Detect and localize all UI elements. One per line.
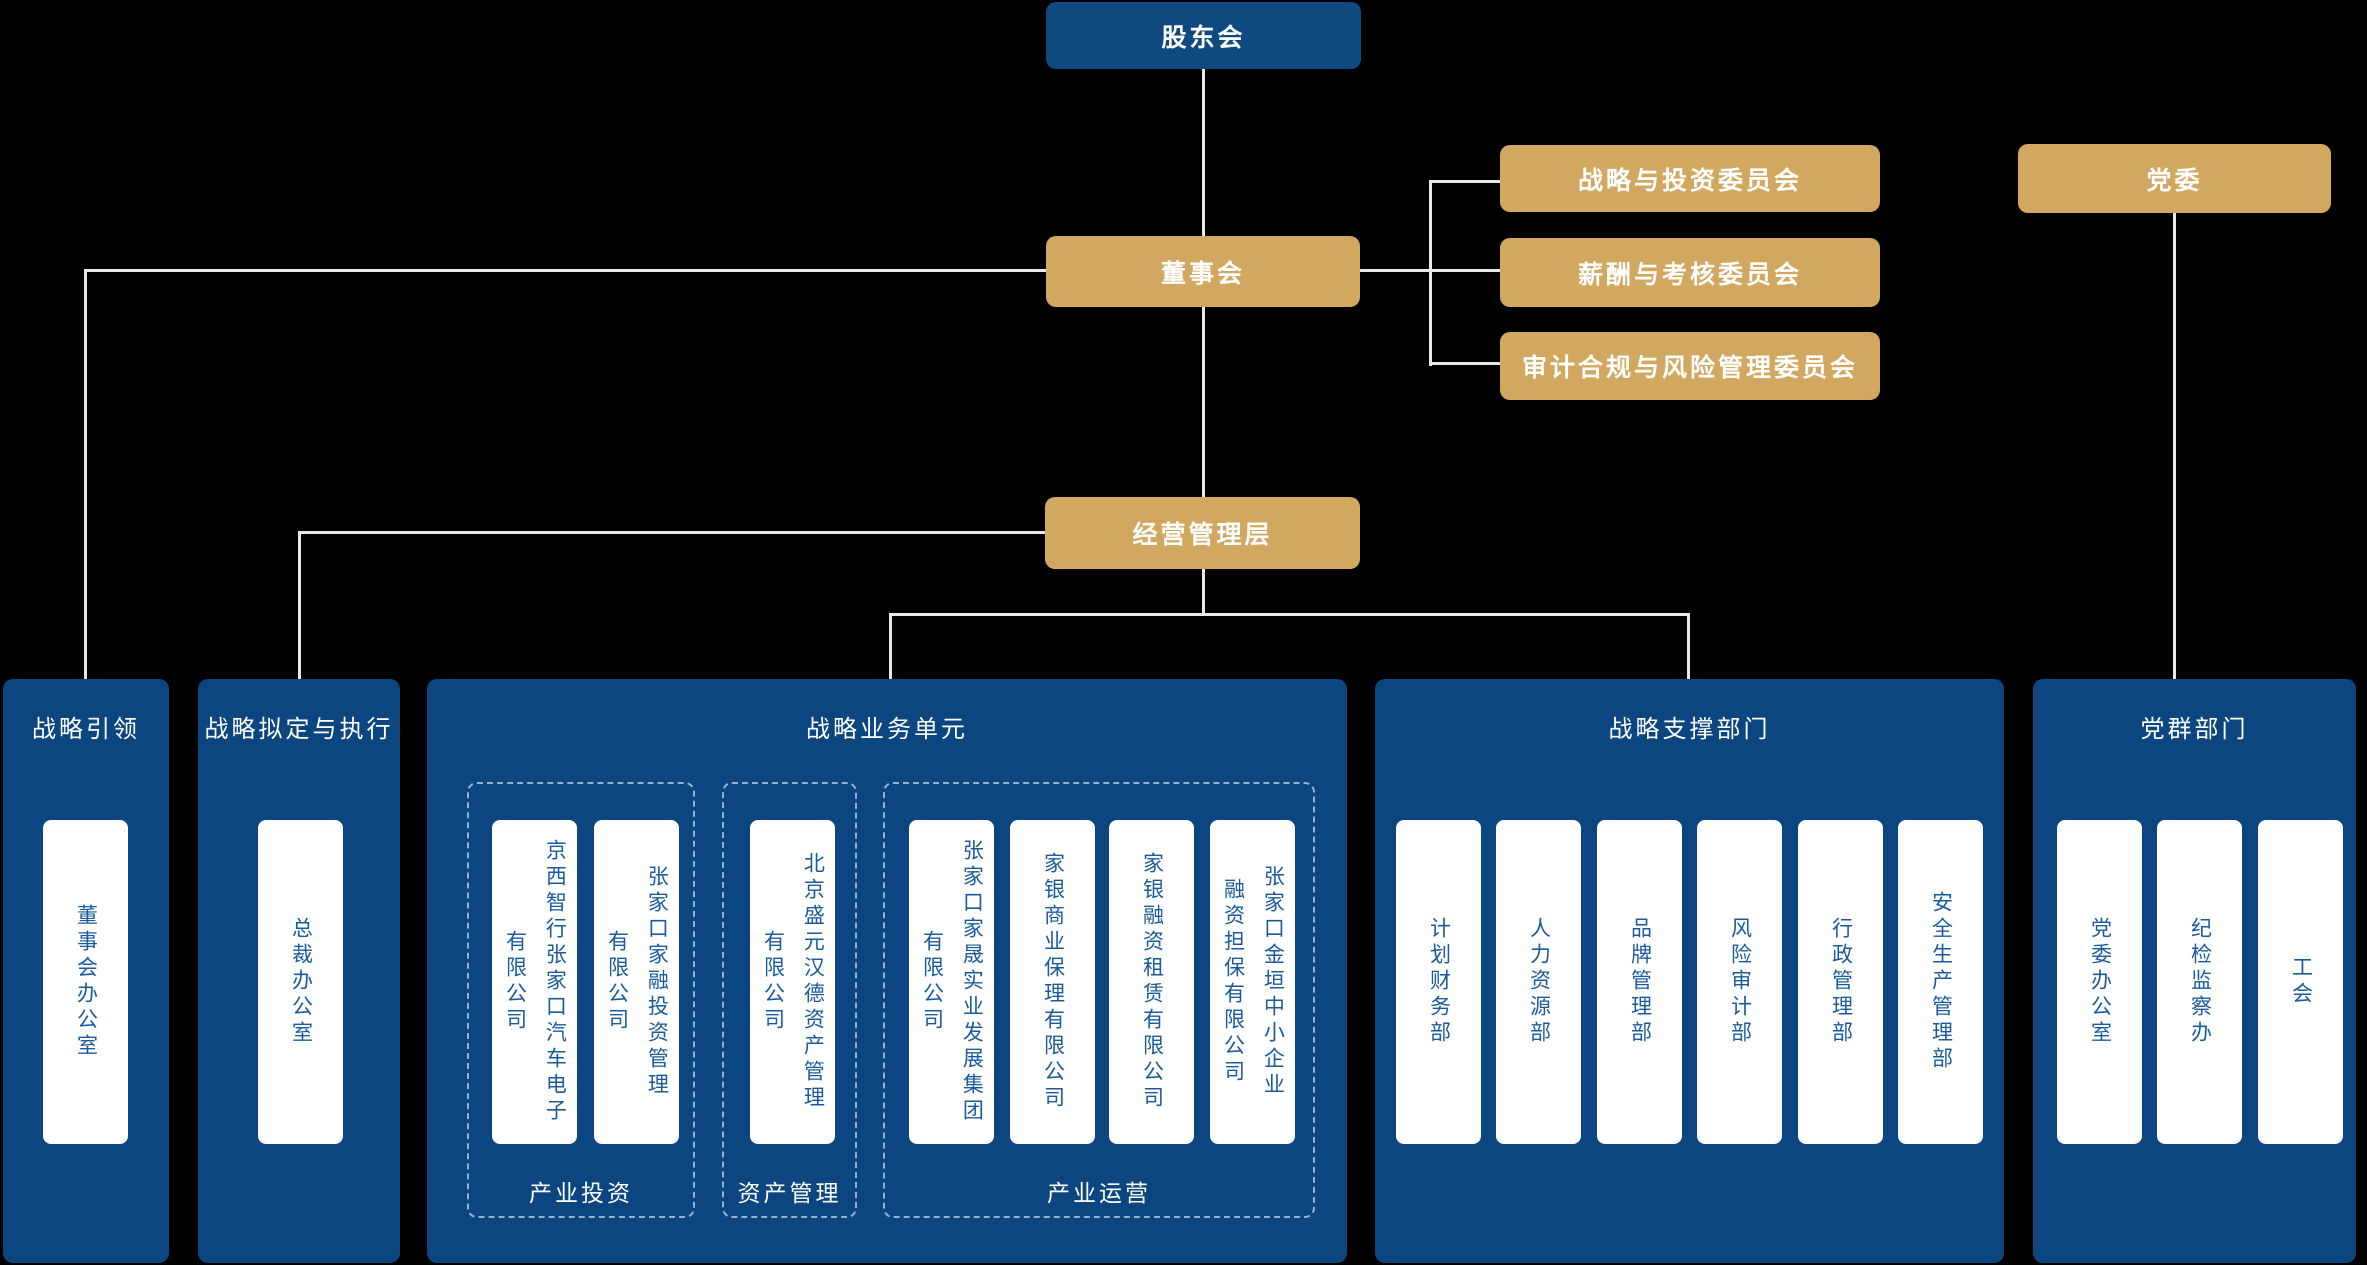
committee-label: 战略与投资委员会 [1577,166,1802,195]
panel-title: 战略业务单元 [806,716,968,743]
panel-sbu: 战略业务单元 京西智行张家口汽车电子 有限公司 张家口家融投资管理 有限公司 产… [427,679,1347,1263]
company-box: 张家口家晟实业发展集团 有限公司 [909,820,994,1144]
connector-board-left-drop [84,269,87,681]
node-committee-strategy-investment: 战略与投资委员会 [1500,145,1880,212]
group-label: 产业投资 [529,1180,633,1206]
connector-support-drop [1687,613,1690,681]
committee-label: 审计合规与风险管理委员会 [1521,354,1858,382]
company-label: 张家口家晟实业发展集团 有限公司 [920,839,984,1125]
connector-board-left-horizontal [84,269,1046,272]
connector-committee-3-stub [1429,362,1502,365]
connector-split-horizontal [889,613,1690,616]
dept-label: 品牌管理部 [1628,917,1652,1047]
company-box: 北京盛元汉德资产管理 有限公司 [750,820,835,1144]
node-committee-audit-compliance-risk: 审计合规与风险管理委员会 [1500,332,1880,400]
dept-box-board-office: 董事会办公室 [43,820,128,1144]
group-label: 资产管理 [737,1180,842,1206]
dept-box: 计划财务部 [1396,820,1481,1144]
panel-title: 战略支撑部门 [1608,716,1771,743]
connector-management-left-horizontal [298,531,1047,534]
company-box: 张家口金垣中小企业 融资担保有限公司 [1210,820,1295,1144]
node-party-committee: 党委 [2018,144,2331,213]
panel-strategic-leadership: 战略引领 董事会办公室 [3,679,169,1263]
node-management-label: 经营管理层 [1132,521,1273,549]
panel-support: 战略支撑部门 计划财务部 人力资源部 品牌管理部 风险审计部 行政管理部 安全生… [1375,679,2004,1263]
connector-management-left-drop [298,531,301,681]
group-industrial-operation: 张家口家晟实业发展集团 有限公司 家银商业保理有限公司 家银融资租赁有限公司 张… [883,782,1315,1218]
company-box: 家银商业保理有限公司 [1010,820,1095,1144]
node-shareholders-label: 股东会 [1161,23,1246,52]
connector-committee-1-stub [1429,180,1502,183]
panel-title: 党群部门 [2140,716,2249,743]
dept-box: 党委办公室 [2057,820,2142,1144]
node-shareholders: 股东会 [1046,2,1361,69]
company-label: 张家口家融投资管理 有限公司 [605,865,669,1099]
company-label: 张家口金垣中小企业 融资担保有限公司 [1221,865,1285,1099]
dept-box: 品牌管理部 [1597,820,1682,1144]
dept-label: 计划财务部 [1427,917,1451,1047]
dept-label: 风险审计部 [1728,917,1752,1047]
committee-label: 薪酬与考核委员会 [1577,260,1802,289]
dept-label: 董事会办公室 [74,904,98,1060]
connector-sbu-drop [889,613,892,681]
connector-committee-bracket [1429,180,1432,366]
dept-box: 纪检监察办 [2157,820,2242,1144]
dept-box: 行政管理部 [1798,820,1883,1144]
connector-party-drop [2173,213,2176,681]
panel-party-mass: 党群部门 党委办公室 纪检监察办 工会 [2033,679,2356,1263]
dept-label: 安全生产管理部 [1929,891,1953,1073]
dept-box: 安全生产管理部 [1898,820,1983,1144]
dept-box-president-office: 总裁办公室 [258,820,343,1144]
dept-label: 党委办公室 [2088,917,2112,1047]
company-box: 张家口家融投资管理 有限公司 [594,820,679,1144]
panel-title: 战略拟定与执行 [204,716,394,743]
connector-board-management [1202,307,1205,497]
panel-title: 战略引领 [32,716,140,743]
company-box: 京西智行张家口汽车电子 有限公司 [492,820,577,1144]
company-label: 京西智行张家口汽车电子 有限公司 [503,839,567,1125]
group-asset-management: 北京盛元汉德资产管理 有限公司 资产管理 [722,782,857,1218]
group-industrial-investment: 京西智行张家口汽车电子 有限公司 张家口家融投资管理 有限公司 产业投资 [467,782,695,1218]
dept-label: 人力资源部 [1527,917,1551,1047]
dept-label: 纪检监察办 [2188,917,2212,1047]
company-label: 北京盛元汉德资产管理 有限公司 [761,852,825,1112]
panel-strategy-execution: 战略拟定与执行 总裁办公室 [198,679,400,1263]
company-label: 家银融资租赁有限公司 [1140,852,1164,1112]
node-committee-compensation-assessment: 薪酬与考核委员会 [1500,238,1880,307]
node-board-label: 董事会 [1160,259,1245,288]
dept-label: 总裁办公室 [289,917,313,1047]
connector-management-down [1202,569,1205,615]
node-management: 经营管理层 [1045,497,1360,569]
company-label: 家银商业保理有限公司 [1041,852,1065,1112]
dept-box: 风险审计部 [1697,820,1782,1144]
connector-shareholders-board [1202,69,1205,237]
node-party-committee-label: 党委 [2146,166,2203,195]
dept-label: 工会 [2289,956,2313,1008]
dept-box: 工会 [2258,820,2343,1144]
dept-label: 行政管理部 [1829,917,1853,1047]
group-label: 产业运营 [1047,1180,1151,1206]
dept-box: 人力资源部 [1496,820,1581,1144]
company-box: 家银融资租赁有限公司 [1109,820,1194,1144]
node-board: 董事会 [1046,236,1360,307]
